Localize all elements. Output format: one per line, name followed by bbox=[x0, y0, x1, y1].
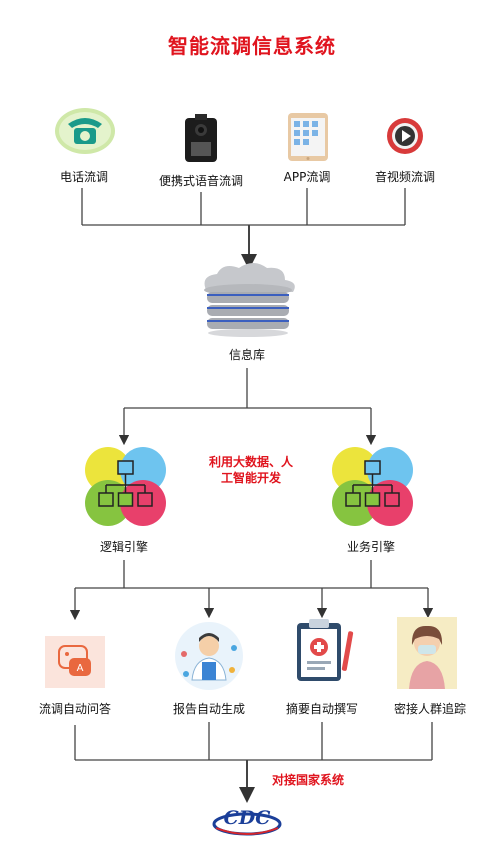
output-label-trace: 密接人群追踪 bbox=[393, 702, 467, 716]
database-label: 信息库 bbox=[228, 348, 266, 362]
engine-label-business: 业务引擎 bbox=[346, 540, 396, 554]
clipboard-medical-icon bbox=[297, 619, 354, 681]
source-label-video: 音视频流调 bbox=[374, 170, 436, 184]
source-label-phone: 电话流调 bbox=[59, 170, 109, 184]
logic-network-icon bbox=[85, 447, 166, 526]
database-cloud-icon bbox=[204, 263, 295, 337]
source-label-voice: 便携式语音流调 bbox=[158, 174, 244, 188]
tablet-icon bbox=[288, 113, 328, 161]
video-play-icon bbox=[387, 118, 423, 154]
cdc-logo-text: CDC bbox=[224, 807, 271, 829]
cdc-logo: CDC bbox=[212, 807, 282, 836]
output-label-qa: 流调自动问答 bbox=[38, 702, 112, 716]
center-note-line1: 利用大数据、人 bbox=[208, 455, 293, 469]
business-network-icon bbox=[332, 447, 413, 526]
qa-chat-icon: A bbox=[45, 636, 105, 688]
center-note-line2: 工智能开发 bbox=[220, 471, 281, 485]
bottom-note: 对接国家系统 bbox=[272, 773, 345, 787]
engine-label-logic: 逻辑引擎 bbox=[99, 540, 149, 554]
svg-text:A: A bbox=[77, 663, 84, 674]
page-title: 智能流调信息系统 bbox=[168, 34, 336, 58]
output-label-report: 报告自动生成 bbox=[172, 702, 246, 716]
masked-person-icon bbox=[397, 617, 457, 689]
doctor-report-icon bbox=[175, 622, 243, 690]
center-note: 利用大数据、人 工智能开发 bbox=[206, 454, 296, 486]
telephone-icon bbox=[55, 108, 115, 154]
output-label-summary: 摘要自动撰写 bbox=[285, 702, 359, 716]
voice-recorder-icon bbox=[185, 114, 217, 162]
source-label-app: APP流调 bbox=[283, 170, 331, 184]
